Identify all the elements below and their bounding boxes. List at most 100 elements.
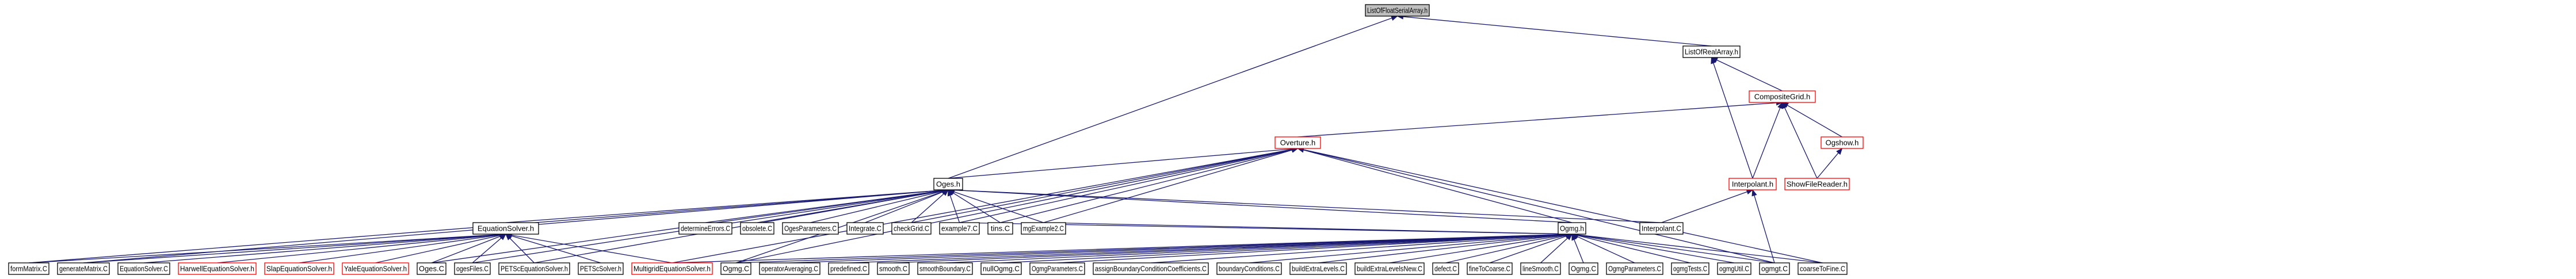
node-boundaryconditions-c[interactable]: boundaryConditions.C	[1216, 262, 1282, 275]
node-oges-h[interactable]: Oges.h	[933, 178, 963, 190]
node-determineerrors-c[interactable]: determineErrors.C	[678, 222, 732, 235]
node-compositegrid-h[interactable]: CompositeGrid.h	[1749, 90, 1816, 103]
node-label: formMatrix.C	[10, 265, 47, 273]
node-label: assignBoundaryConditionCoefficients.C	[1095, 265, 1207, 273]
node-box	[472, 222, 539, 235]
node-petscequationsolver-h[interactable]: PETScEquationSolver.h	[498, 262, 570, 275]
node-label: MultigridEquationSolver.h	[633, 265, 711, 273]
edge-line	[217, 234, 501, 263]
node-label: SlapEquationSolver.h	[266, 265, 332, 273]
node-ogshow-h[interactable]: Ogshow.h	[1821, 136, 1864, 149]
edge-line	[948, 17, 1392, 179]
node-label: ListOfFloatSerialArray.h	[1367, 6, 1428, 15]
node-formmatrix-c[interactable]: formMatrix.C	[8, 262, 49, 275]
edge-line	[1716, 59, 1783, 91]
node-assignboundaryconditioncoefficients-c[interactable]: assignBoundaryConditionCoefficients.C	[1093, 262, 1209, 275]
node-box	[57, 262, 110, 275]
node-label: ogmgTests.C	[1673, 265, 1707, 273]
node-box	[891, 222, 932, 235]
node-yaleequationsolver-h[interactable]: YaleEquationSolver.h	[342, 262, 409, 275]
edge-line	[1057, 234, 1567, 263]
edge-line	[299, 234, 501, 263]
node-equationsolver-c[interactable]: EquationSolver.C	[117, 262, 170, 275]
node-tins-c[interactable]: tins.C	[987, 222, 1013, 235]
node-multigridequationsolver-h[interactable]: MultigridEquationSolver.h	[631, 262, 713, 275]
edge-line	[1816, 152, 1839, 179]
node-petscsolver-h[interactable]: PETScSolver.h	[578, 262, 624, 275]
node-slapequationsolver-h[interactable]: SlapEquationSolver.h	[264, 262, 334, 275]
edge-n7-to-n0	[948, 16, 1398, 179]
node-box	[1354, 262, 1425, 275]
edge-line	[735, 149, 1292, 263]
node-linesmooth-c[interactable]: lineSmooth.C	[1520, 262, 1561, 275]
node-label: OgesParameters.C	[784, 224, 837, 233]
node-label: Integrate.C	[849, 224, 881, 233]
edge-line	[472, 238, 502, 263]
node-equationsolver-h[interactable]: EquationSolver.h	[472, 222, 539, 235]
node-box	[1520, 262, 1561, 275]
node-listofrealarray-h[interactable]: ListOfRealArray.h	[1682, 45, 1741, 58]
node-box	[1029, 262, 1085, 275]
node-ogmgt-c[interactable]: ogmgt.C	[1759, 262, 1790, 275]
node-label: ogesFiles.C	[456, 265, 489, 273]
node-oges-c[interactable]: Oges.C	[417, 262, 446, 275]
node-interpolant-c[interactable]: Interpolant.C	[1639, 222, 1684, 235]
node-operatoraveraging-c[interactable]: operatorAveraging.C	[759, 262, 820, 275]
edge-line	[1577, 234, 1775, 263]
edge-line	[810, 190, 943, 223]
node-ogesparameters-c[interactable]: OgesParameters.C	[782, 222, 839, 235]
node-coarsetofine-c[interactable]: coarseToFine.C	[1798, 262, 1848, 275]
node-box	[1639, 222, 1684, 235]
node-ogmgparameters-c[interactable]: OgmgParameters.C	[1606, 262, 1663, 275]
node-defect-c[interactable]: defect.C	[1432, 262, 1459, 275]
node-label: tins.C	[991, 224, 1010, 233]
edge-line	[1249, 234, 1567, 263]
edge-line	[1787, 105, 1842, 137]
node-box	[1798, 262, 1848, 275]
node-ogmg-c[interactable]: Ogmg.C	[1569, 262, 1598, 275]
node-label: lineSmooth.C	[1522, 265, 1559, 273]
node-ogesfiles-c[interactable]: ogesFiles.C	[454, 262, 491, 275]
node-box	[631, 262, 713, 275]
edge-line	[953, 191, 1044, 223]
node-label: ShowFileReader.h	[1787, 180, 1848, 189]
node-ogmg-c[interactable]: Ogmg.C	[720, 262, 751, 275]
node-checkgrid-c[interactable]: checkGrid.C	[891, 222, 932, 235]
node-label: HarwellEquationSolver.h	[180, 265, 254, 273]
node-interpolant-h[interactable]: Interpolant.h	[1728, 178, 1777, 190]
node-example7-c[interactable]: example7.C	[939, 222, 980, 235]
edge-line	[953, 192, 1001, 223]
edge-line	[1661, 191, 1747, 223]
nodes-layer: ListOfFloatSerialArray.hListOfRealArray.…	[8, 4, 1864, 275]
edge-line	[1577, 235, 1690, 263]
node-ogmgparameters-c[interactable]: OgmgParameters.C	[1029, 262, 1085, 275]
node-box	[987, 222, 1013, 235]
node-buildextralevels-c[interactable]: buildExtraLevels.C	[1289, 262, 1347, 275]
node-predefined-c[interactable]: predefined.C	[828, 262, 869, 275]
node-integrate-c[interactable]: Integrate.C	[846, 222, 884, 235]
node-label: Interpolant.h	[1732, 180, 1773, 189]
node-harwellequationsolver-h[interactable]: HarwellEquationSolver.h	[178, 262, 257, 275]
node-label: Ogmg.h	[1560, 224, 1584, 233]
edge-line	[511, 235, 601, 263]
node-showfilereader-h[interactable]: ShowFileReader.h	[1784, 178, 1850, 190]
node-ogmgtests-c[interactable]: ogmgTests.C	[1671, 262, 1709, 275]
node-label: Interpolant.C	[1642, 224, 1681, 233]
node-finetocoarse-c[interactable]: fineToCoarse.C	[1467, 262, 1513, 275]
edge-line	[83, 234, 501, 263]
node-buildextralevelsnew-c[interactable]: buildExtraLevelsNew.C	[1354, 262, 1425, 275]
node-ogmg-h[interactable]: Ogmg.h	[1558, 222, 1586, 235]
node-nullogmg-c[interactable]: nullOgmg.C	[980, 262, 1022, 275]
node-smoothboundary-c[interactable]: smoothBoundary.C	[917, 262, 973, 275]
node-label: Oges.C	[419, 265, 444, 273]
node-mgexample2-c[interactable]: mgExample2.C	[1021, 222, 1066, 235]
node-smooth-c[interactable]: smooth.C	[877, 262, 910, 275]
node-ogmgutil-c[interactable]: ogmgUtil.C	[1717, 262, 1751, 275]
edge-line	[1043, 150, 1293, 223]
node-obsolete-c[interactable]: obsolete.C	[740, 222, 774, 235]
node-box	[720, 262, 751, 275]
node-generatematrix-c[interactable]: generateMatrix.C	[57, 262, 110, 275]
node-box	[1821, 136, 1864, 149]
node-overture-h[interactable]: Overture.h	[1274, 136, 1321, 149]
edge-line	[1000, 149, 1292, 223]
